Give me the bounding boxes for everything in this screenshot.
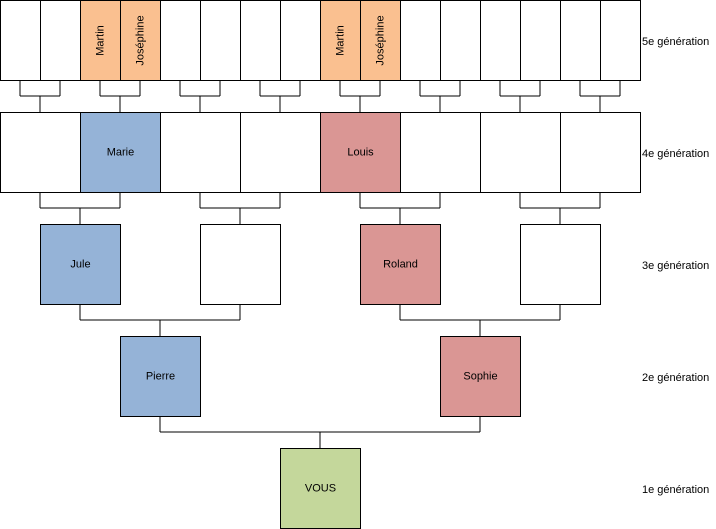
person-box-gen5[interactable] (600, 0, 641, 81)
person-box-gen5[interactable] (480, 0, 521, 81)
person-box-gen4[interactable]: Louis (320, 112, 401, 193)
person-box-gen5[interactable] (520, 0, 561, 81)
person-box-gen5[interactable] (240, 0, 281, 81)
person-box-gen4[interactable] (560, 112, 641, 193)
person-box-gen5[interactable]: Martin (80, 0, 121, 81)
person-name: VOUS (305, 482, 336, 494)
person-name: Joséphine (374, 15, 386, 65)
person-box-gen1[interactable]: VOUS (280, 448, 361, 529)
person-name: Marie (107, 146, 135, 158)
person-box-gen5[interactable]: Martin (320, 0, 361, 81)
person-box-gen5[interactable]: Joséphine (360, 0, 401, 81)
generation-1-label: 1e génération (642, 484, 710, 496)
person-box-gen3[interactable]: Jule (40, 224, 121, 305)
generation-2-label: 2e génération (642, 372, 710, 384)
person-box-gen2[interactable]: Sophie (440, 336, 521, 417)
person-box-gen3[interactable] (520, 224, 601, 305)
generation-3-label: 3e génération (642, 260, 710, 272)
person-name: Martin (94, 25, 106, 56)
person-box-gen5[interactable] (0, 0, 41, 81)
person-name: Joséphine (134, 15, 146, 65)
person-box-gen2[interactable]: Pierre (120, 336, 201, 417)
person-box-gen5[interactable] (440, 0, 481, 81)
person-name: Jule (70, 258, 90, 270)
person-box-gen5[interactable]: Joséphine (120, 0, 161, 81)
generation-5-label: 5e génération (642, 36, 710, 48)
person-box-gen3[interactable]: Roland (360, 224, 441, 305)
person-name: Louis (347, 146, 374, 158)
person-name: Roland (383, 258, 418, 270)
person-box-gen5[interactable] (40, 0, 81, 81)
person-box-gen4[interactable] (160, 112, 241, 193)
person-box-gen4[interactable] (400, 112, 481, 193)
person-box-gen3[interactable] (200, 224, 281, 305)
person-box-gen5[interactable] (160, 0, 201, 81)
person-box-gen5[interactable] (200, 0, 241, 81)
person-name: Pierre (146, 370, 175, 382)
person-name: Martin (334, 25, 346, 56)
person-box-gen4[interactable]: Marie (80, 112, 161, 193)
person-box-gen4[interactable] (480, 112, 561, 193)
person-box-gen4[interactable] (0, 112, 81, 193)
generation-4-label: 4e génération (642, 148, 710, 160)
person-name: Sophie (463, 370, 497, 382)
person-box-gen4[interactable] (240, 112, 321, 193)
person-box-gen5[interactable] (560, 0, 601, 81)
person-box-gen5[interactable] (280, 0, 321, 81)
person-box-gen5[interactable] (400, 0, 441, 81)
